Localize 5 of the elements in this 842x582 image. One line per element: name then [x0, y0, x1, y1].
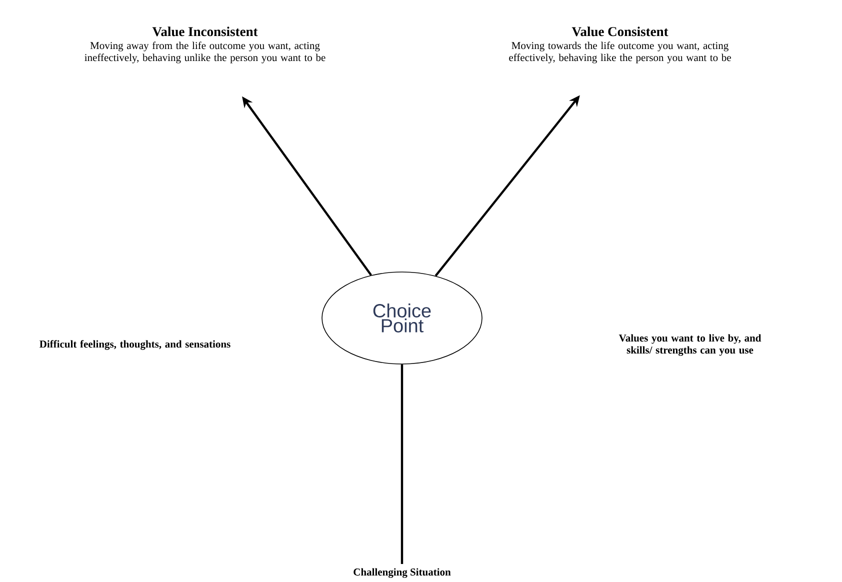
side-note: Difficult feelings, thoughts, and sensations [40, 340, 230, 350]
outcome-text: Value Inconsistent Moving away from the life outcome you want, acting ineffectively, behaving unlike the person you want to be [84, 26, 326, 64]
situation-text: Challenging Situation [354, 568, 451, 578]
outcome-text: Value Consistent Moving towards the life outcome you want, acting effectively, behaving like the person you want to be [509, 26, 731, 64]
side-note: Values you want to live by, and skills/ strengths can you use [618, 334, 762, 356]
